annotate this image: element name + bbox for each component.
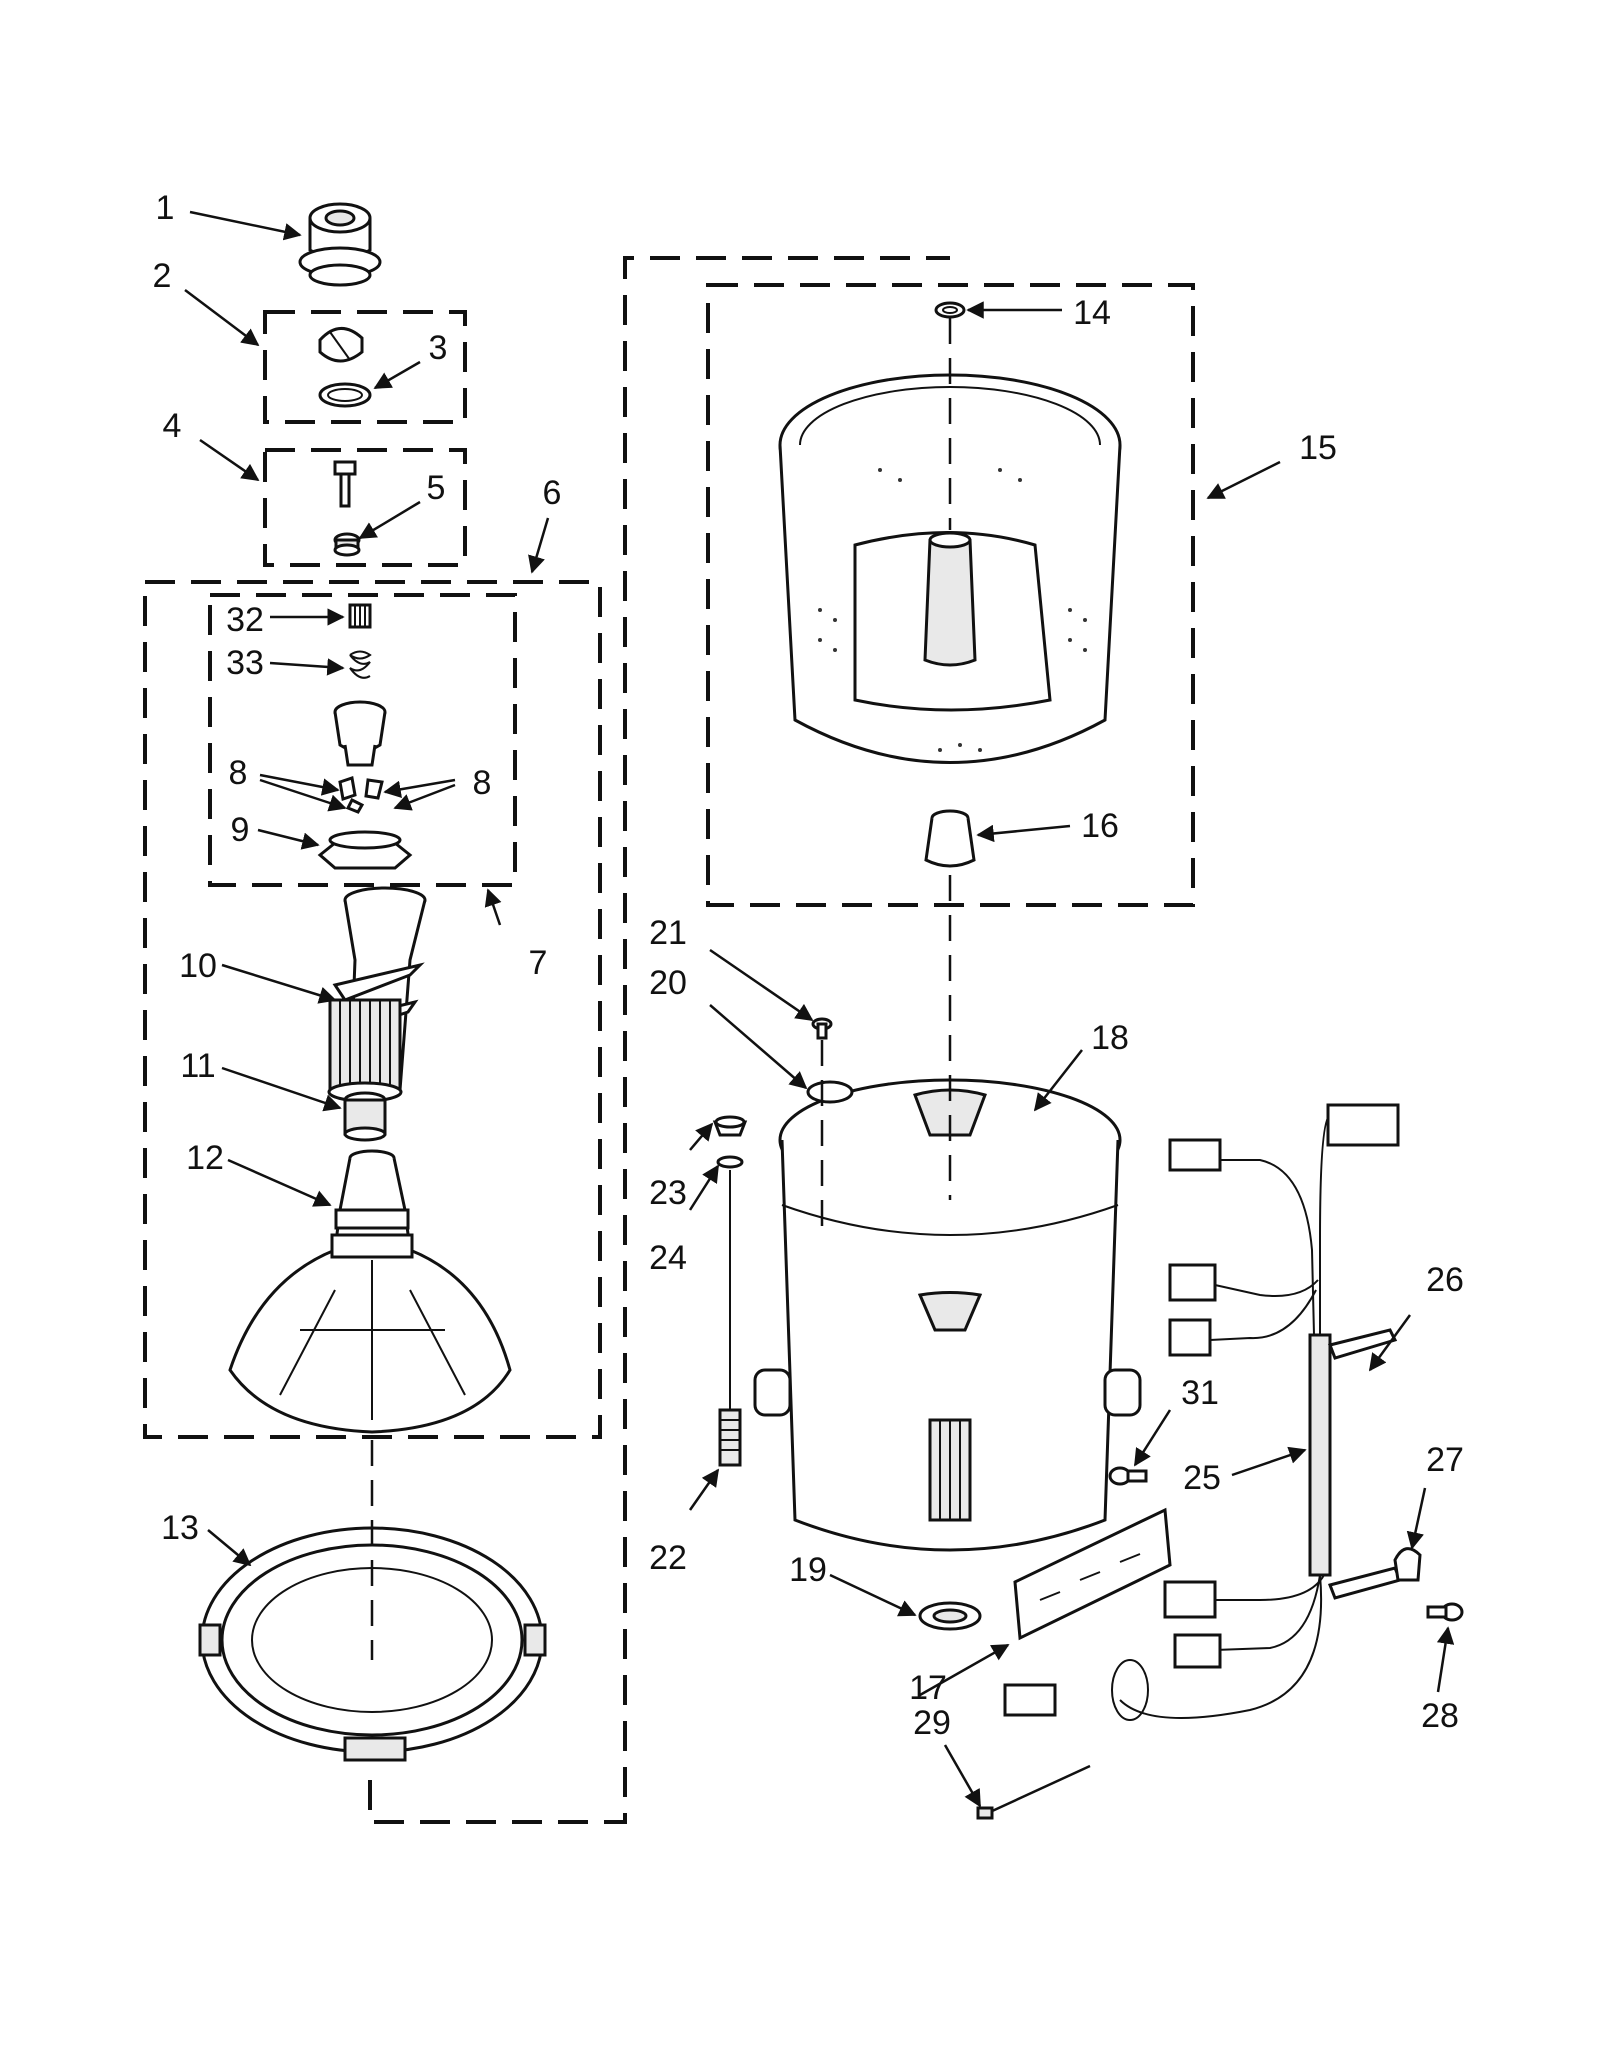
callout-21: 21 xyxy=(649,914,687,952)
group-box-2 xyxy=(263,310,467,424)
part-19-seal xyxy=(918,1601,982,1631)
callout-8-right: 8 xyxy=(473,764,492,802)
callout-26: 26 xyxy=(1426,1261,1464,1299)
callout-28: 28 xyxy=(1421,1697,1459,1735)
part-29-tie xyxy=(976,1764,1091,1820)
part-27-clamp xyxy=(1393,1547,1422,1582)
callout-7: 7 xyxy=(529,944,548,982)
callout-17: 17 xyxy=(909,1669,947,1707)
part-5-nut xyxy=(333,532,361,557)
part-32-cap xyxy=(348,603,372,629)
part-12-base xyxy=(228,1149,512,1434)
connector-path xyxy=(368,256,950,1824)
part-31-screw xyxy=(1108,1466,1148,1486)
callout-3: 3 xyxy=(429,329,448,367)
part-11-coupler xyxy=(343,1091,387,1142)
part-18-tub xyxy=(753,1078,1142,1552)
callout-24: 24 xyxy=(649,1239,687,1277)
callout-23: 23 xyxy=(649,1174,687,1212)
callout-6: 6 xyxy=(543,474,562,512)
part-25-harness xyxy=(1003,1103,1403,1721)
callout-32: 32 xyxy=(226,601,264,639)
part-20-plate xyxy=(806,1080,854,1104)
callout-27: 27 xyxy=(1426,1441,1464,1479)
part-33-spring xyxy=(349,650,372,679)
callout-11: 11 xyxy=(180,1047,215,1085)
callout-16: 16 xyxy=(1081,807,1119,845)
part-22-rod xyxy=(718,1170,742,1467)
callout-31: 31 xyxy=(1181,1374,1219,1412)
callout-14: 14 xyxy=(1073,294,1111,332)
callout-29: 29 xyxy=(913,1704,951,1742)
callout-18: 18 xyxy=(1091,1019,1129,1057)
callout-1: 1 xyxy=(156,189,175,227)
part-3-ring xyxy=(318,382,372,408)
group-box-4 xyxy=(263,448,467,567)
callout-8-left: 8 xyxy=(229,754,248,792)
part-16-hub xyxy=(924,809,976,868)
group-box-15 xyxy=(706,283,1195,907)
center-axes xyxy=(370,318,952,1660)
callout-5: 5 xyxy=(427,469,446,507)
callout-12: 12 xyxy=(186,1139,224,1177)
group-box-6 xyxy=(143,580,602,1439)
part-10-auger xyxy=(327,886,427,1103)
callout-25: 25 xyxy=(1183,1459,1221,1497)
part-21-screw xyxy=(811,1017,833,1040)
callout-9: 9 xyxy=(231,811,250,849)
group-boxes xyxy=(143,256,1195,1824)
callout-20: 20 xyxy=(649,964,687,1002)
part-15-basket xyxy=(778,373,1122,764)
part-17-board xyxy=(1013,1507,1172,1641)
callout-13: 13 xyxy=(161,1509,199,1547)
group-box-7 xyxy=(208,593,517,887)
callout-4: 4 xyxy=(163,407,182,445)
part-1-cap xyxy=(298,202,382,287)
callout-10: 10 xyxy=(179,947,217,985)
part-23-cap xyxy=(712,1115,748,1137)
callout-15: 15 xyxy=(1299,429,1337,467)
part-4-bolt xyxy=(333,460,357,508)
callout-labels: 1 2 3 4 5 6 7 8 8 9 10 11 12 13 14 15 16… xyxy=(153,189,1464,1742)
leader-arrows xyxy=(184,210,1455,1808)
part-9-plate xyxy=(317,830,413,870)
part-28-screw xyxy=(1426,1602,1464,1622)
callout-33: 33 xyxy=(226,644,264,682)
part-7-cam xyxy=(333,700,387,767)
callout-22: 22 xyxy=(649,1539,687,1577)
part-8-dogs xyxy=(338,776,384,814)
callout-2: 2 xyxy=(153,257,172,295)
part-24-grommet xyxy=(716,1155,744,1169)
part-14-washer xyxy=(934,301,966,319)
callout-19: 19 xyxy=(789,1551,827,1589)
part-2-clip xyxy=(318,327,364,363)
